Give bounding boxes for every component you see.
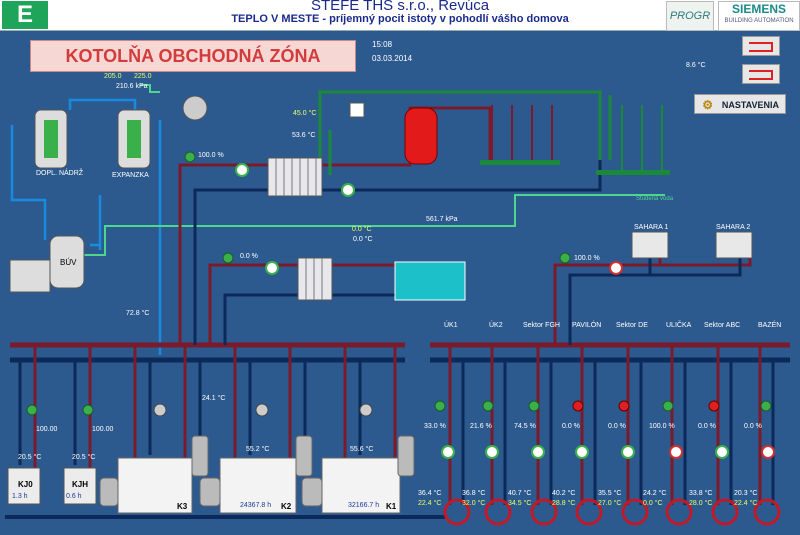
siemens-subtext: BUILDING AUTOMATION: [724, 18, 794, 24]
boiler-mid-temp: 24.1 °C: [202, 395, 226, 402]
circuit-temp-2: 32.0 °C: [462, 500, 486, 507]
k1-label: K1: [386, 502, 397, 511]
sahara-1-label: SAHARA 1: [634, 224, 669, 231]
dopl-tank-label: DOPL. NÁDRŽ: [36, 170, 84, 177]
circuit-temp-2: 0.0 °C: [643, 500, 663, 507]
circuit-label: ÚK1: [444, 322, 458, 329]
time: 15:08: [372, 40, 393, 49]
progr-logo: PROGR: [666, 1, 714, 31]
buv-label: BÚV: [60, 258, 77, 267]
header-bar: E STEFE THS s.r.o., Revúca TEPLO V MESTE…: [0, 0, 800, 31]
circuit-temp-2: 27.0 °C: [598, 500, 622, 507]
k3-label: K3: [177, 502, 188, 511]
circuit-temp-2: 34.5 °C: [508, 500, 532, 507]
circuit-label: ÚK2: [489, 322, 503, 329]
valve-pool: 0.0 %: [240, 253, 258, 260]
circuit-valve: 0.0 %: [698, 423, 716, 430]
circuit-label: BAZÉN: [758, 322, 782, 329]
pressure-1: 205.0: [104, 73, 122, 80]
kjh-temp: 20.5 °C: [72, 454, 96, 461]
kjh-valve: 100.00: [92, 426, 114, 433]
circuit-temp-1: 36.8 °C: [462, 490, 486, 497]
circuit-label: PAVILÓN: [572, 322, 602, 329]
kj0-hours: 1.3 h: [12, 493, 28, 500]
circuit-valve: 74.5 %: [514, 423, 536, 430]
k2-hours: 24367.8 h: [240, 502, 272, 509]
circuit-temp-1: 40.2 °C: [552, 490, 576, 497]
siemens-logo: SIEMENS BUILDING AUTOMATION: [718, 1, 800, 31]
pressure-3: 210.6 kPa: [116, 83, 148, 90]
circuit-valve: 33.0 %: [424, 423, 446, 430]
kj0-label: KJ0: [18, 480, 33, 489]
company-logo: E: [2, 1, 48, 29]
temp-45: 45.0 °C: [293, 110, 317, 117]
back-button[interactable]: [742, 36, 780, 56]
kj0-valve: 100.00: [36, 426, 58, 433]
k2-label: K2: [281, 502, 292, 511]
cold-water-label: Studená voda: [636, 196, 674, 202]
slogan: TEPLO V MESTE - príjemný pocit istoty v …: [231, 13, 569, 25]
circuit-temp-1: 20.3 °C: [734, 490, 758, 497]
date: 03.03.2014: [372, 54, 413, 63]
kjh-label: KJH: [72, 480, 89, 489]
circuit-valve: 0.0 %: [562, 423, 580, 430]
circuit-valve: 21.6 %: [470, 423, 492, 430]
temp-uv2: 0.0 °C: [353, 236, 373, 243]
circuit-temp-2: 22.4 °C: [734, 500, 758, 507]
kj0-temp: 20.5 °C: [18, 454, 42, 461]
circuit-temp-1: 40.7 °C: [508, 490, 532, 497]
circuit-label: Sektor DE: [616, 322, 648, 329]
page-title: KOTOLŇA OBCHODNÁ ZÓNA: [30, 40, 356, 72]
kjh-hours: 0.6 h: [66, 493, 82, 500]
outside-temp: 8.6 °C: [686, 62, 706, 69]
circuit-label: ULIČKA: [666, 322, 692, 329]
pressure-main: 561.7 kPa: [426, 216, 458, 223]
circuit-temp-1: 35.5 °C: [598, 490, 622, 497]
settings-button[interactable]: ⚙ NASTAVENIA: [694, 94, 786, 114]
sahara-2-label: SAHARA 2: [716, 224, 751, 231]
k1-hours: 32166.7 h: [348, 502, 380, 509]
temp-uv1: 0.0 °C: [352, 226, 372, 233]
forward-button[interactable]: [742, 64, 780, 84]
k2-top-temp: 55.2 °C: [246, 446, 270, 453]
return-temp: 72.8 °C: [126, 310, 150, 317]
circuit-valve: 100.0 %: [649, 423, 675, 430]
k1-top-temp: 55.6 °C: [350, 446, 374, 453]
circuit-temp-2: 28.8 °C: [552, 500, 576, 507]
settings-label: NASTAVENIA: [721, 100, 779, 110]
company-name: STEFE THS s.r.o., Revúca: [310, 0, 490, 14]
gear-icon: ⚙: [702, 98, 713, 112]
valve-sahara: 100.0 %: [574, 255, 600, 262]
siemens-text: SIEMENS: [731, 2, 786, 16]
valve-100: 100.0 %: [198, 152, 224, 159]
expanzka-label: EXPANZKA: [112, 172, 149, 179]
circuit-valve: 0.0 %: [608, 423, 626, 430]
circuit-temp-1: 24.2 °C: [643, 490, 667, 497]
circuit-temp-2: 28.0 °C: [689, 500, 713, 507]
circuit-valve: 0.0 %: [744, 423, 762, 430]
circuit-temp-1: 33.8 °C: [689, 490, 713, 497]
circuit-label: Sektor ABC: [704, 322, 741, 329]
pressure-2: 225.0: [134, 73, 152, 80]
circuit-label: Sektor FGH: [523, 322, 560, 329]
temp-53: 53.6 °C: [292, 132, 316, 139]
circuit-temp-2: 22.4 °C: [418, 500, 442, 507]
circuit-temp-1: 36.4 °C: [418, 490, 442, 497]
